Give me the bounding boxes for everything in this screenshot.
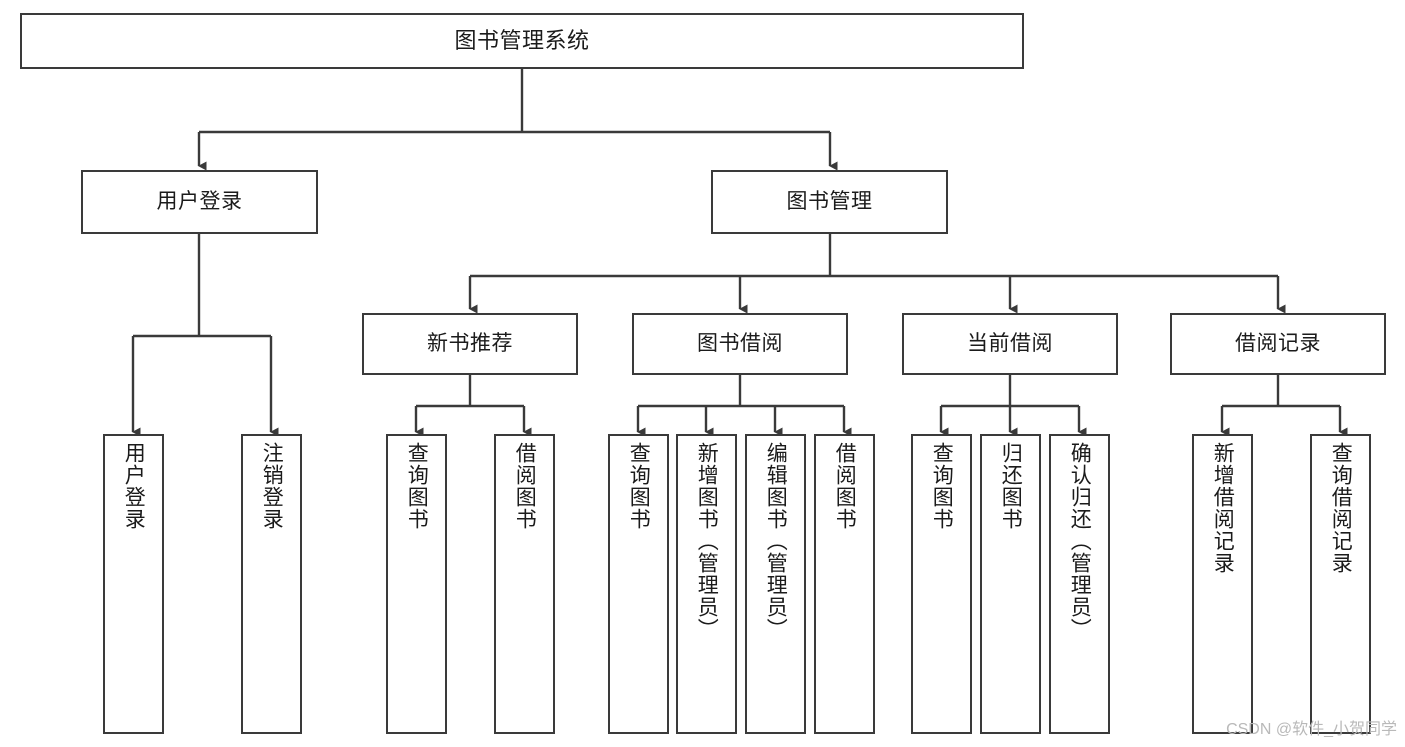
node-label: 图书借阅: [697, 332, 783, 356]
node-label: 借阅图书: [513, 442, 537, 530]
node-book-borrow[interactable]: 图书借阅: [632, 313, 848, 375]
node-label: 借阅记录: [1235, 332, 1321, 356]
node-borrow-record[interactable]: 借阅记录: [1170, 313, 1386, 375]
node-label: 图书管理: [786, 190, 873, 214]
node-label: 归还图书: [999, 442, 1023, 530]
csdn-watermark: CSDN @软件_小贺同学: [1226, 721, 1397, 738]
leaf-book-borrow-borrow[interactable]: 借阅图书: [814, 434, 875, 734]
node-label: 新增图书（管理员）: [695, 442, 719, 640]
leaf-current-borrow-query[interactable]: 查询图书: [911, 434, 972, 734]
node-label: 借阅图书: [833, 442, 857, 530]
node-label: 新增借阅记录: [1211, 442, 1235, 574]
node-label: 确认归还（管理员）: [1068, 442, 1092, 640]
node-label: 查询借阅记录: [1329, 442, 1353, 574]
leaf-current-borrow-confirm-return[interactable]: 确认归还（管理员）: [1049, 434, 1110, 734]
node-label: 当前借阅: [967, 332, 1053, 356]
leaf-new-book-borrow[interactable]: 借阅图书: [494, 434, 555, 734]
leaf-borrow-record-query[interactable]: 查询借阅记录: [1310, 434, 1371, 734]
leaf-current-borrow-return[interactable]: 归还图书: [980, 434, 1041, 734]
node-book-management[interactable]: 图书管理: [711, 170, 948, 234]
leaf-book-borrow-edit[interactable]: 编辑图书（管理员）: [745, 434, 806, 734]
leaf-user-login-login[interactable]: 用户登录: [103, 434, 164, 734]
node-label: 用户登录: [122, 442, 146, 530]
node-label: 查询图书: [930, 442, 954, 530]
node-user-login[interactable]: 用户登录: [81, 170, 318, 234]
leaf-book-borrow-query[interactable]: 查询图书: [608, 434, 669, 734]
node-label: 图书管理系统: [454, 27, 590, 53]
node-label: 查询图书: [405, 442, 429, 530]
node-label: 注销登录: [260, 442, 284, 530]
node-label: 编辑图书（管理员）: [764, 442, 788, 640]
leaf-book-borrow-add[interactable]: 新增图书（管理员）: [676, 434, 737, 734]
node-label: 用户登录: [156, 190, 243, 214]
node-new-book-recommend[interactable]: 新书推荐: [362, 313, 578, 375]
node-label: 新书推荐: [427, 332, 513, 356]
leaf-user-login-logout[interactable]: 注销登录: [241, 434, 302, 734]
node-current-borrow[interactable]: 当前借阅: [902, 313, 1118, 375]
node-root-system[interactable]: 图书管理系统: [20, 13, 1024, 69]
leaf-new-book-query[interactable]: 查询图书: [386, 434, 447, 734]
leaf-borrow-record-add[interactable]: 新增借阅记录: [1192, 434, 1253, 734]
node-label: 查询图书: [627, 442, 651, 530]
